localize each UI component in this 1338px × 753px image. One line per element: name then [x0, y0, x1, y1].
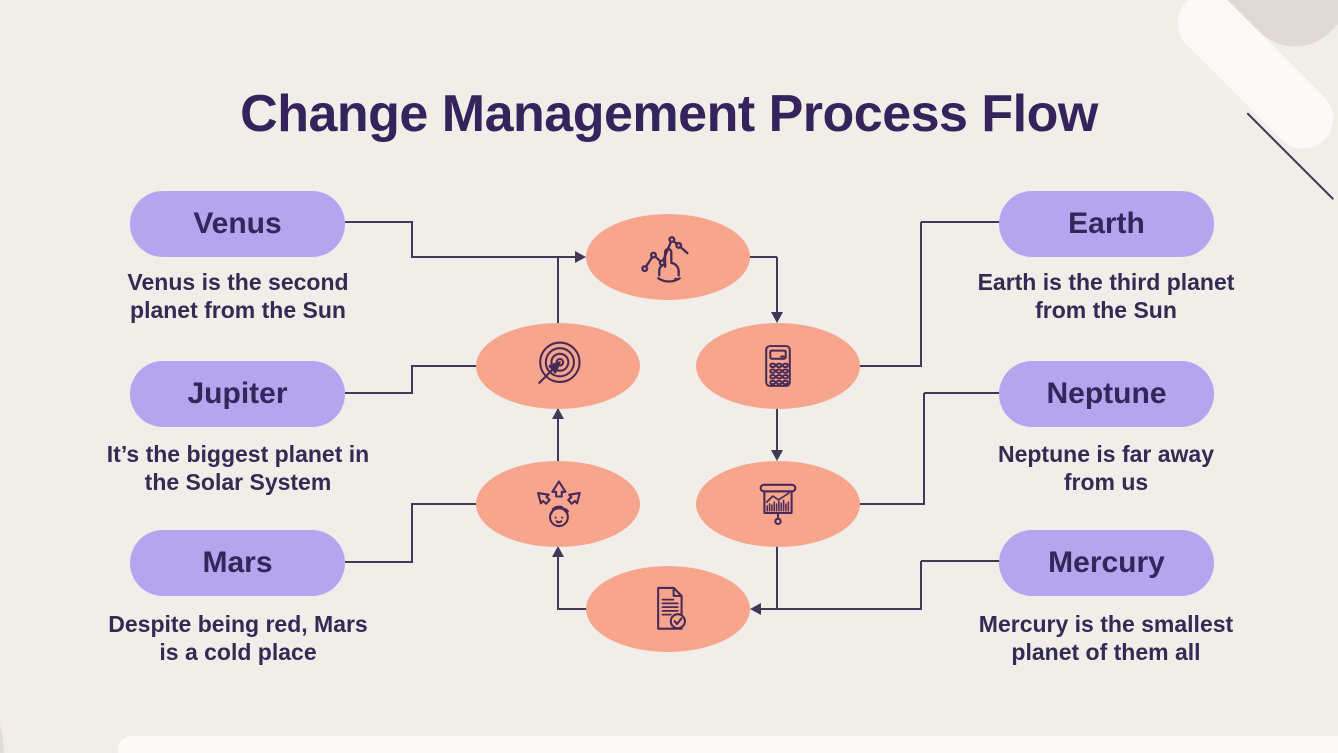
pill-neptune-label: Neptune: [1046, 377, 1167, 410]
connector-doc-to-head: [557, 548, 560, 609]
connector-presentation-down: [776, 546, 779, 610]
connector-venus-v: [411, 221, 414, 258]
pill-jupiter-label: Jupiter: [187, 377, 288, 410]
connector-topnode-out: [750, 256, 777, 259]
connector-jupiter-h: [345, 392, 413, 395]
jupiter-description: It’s the biggest planet in the Solar Sys…: [106, 441, 370, 495]
pill-jupiter: Jupiter: [130, 361, 345, 427]
connector-mars-v: [411, 503, 414, 562]
idea-head-icon: [537, 480, 581, 528]
pill-earth: Earth: [999, 191, 1214, 257]
connector-neptune-h: [924, 392, 1000, 395]
target-arrow-icon: [538, 341, 581, 384]
arrowhead-into-document: [750, 603, 761, 615]
connector-jupiter-v: [411, 365, 414, 393]
connector-calc-to-presentation: [776, 408, 779, 452]
arrowhead-into-presentation: [771, 450, 783, 461]
connector-neptune-v: [923, 393, 926, 505]
connector-earth-v: [920, 222, 923, 367]
process-node-ideas: [476, 461, 640, 547]
connector-to-calculator: [776, 257, 779, 314]
mercury-description: Mercury is the smallest planet of them a…: [978, 611, 1234, 665]
connector-mars-into-head: [411, 503, 477, 506]
ring-decoration: [0, 628, 4, 753]
connector-target-up: [557, 257, 560, 323]
connector-mercury-h: [921, 560, 1000, 563]
connector-jupiter-into-target: [411, 365, 477, 368]
arrowhead-into-top-node: [575, 251, 586, 263]
process-node-presentation: [696, 461, 860, 547]
neptune-description: Neptune is far away from us: [997, 441, 1215, 495]
pill-earth-label: Earth: [1068, 207, 1145, 240]
pill-mars-label: Mars: [202, 546, 273, 579]
connector-neptune-into-pres: [859, 503, 924, 506]
process-node-budget: [696, 323, 860, 409]
pill-neptune: Neptune: [999, 361, 1214, 427]
pill-venus-label: Venus: [193, 207, 282, 240]
connector-mars-h: [345, 561, 413, 564]
pill-mercury-label: Mercury: [1048, 546, 1165, 579]
hand-chart-icon: [641, 236, 689, 283]
arrowhead-into-calculator: [771, 312, 783, 323]
pill-mars: Mars: [130, 530, 345, 596]
process-node-goal: [476, 323, 640, 409]
pill-venus: Venus: [130, 191, 345, 257]
presentation-chart-icon: [759, 483, 797, 526]
earth-description: Earth is the third planet from the Sun: [977, 269, 1235, 323]
connector-earth-h: [921, 221, 1000, 224]
connector-earth-into-calc: [859, 365, 921, 368]
bottom-bar-decoration: [118, 736, 1338, 753]
arrowhead-into-idea-head: [552, 546, 564, 557]
mars-description: Despite being red, Mars is a cold place: [108, 611, 368, 665]
process-node-analytics: [586, 214, 750, 300]
page-title: Change Management Process Flow: [240, 85, 1098, 143]
arrowhead-into-target: [552, 408, 564, 419]
connector-venus-h: [345, 221, 413, 224]
document-check-icon: [657, 586, 686, 630]
pill-mercury: Mercury: [999, 530, 1214, 596]
connector-document-out: [557, 608, 587, 611]
calculator-icon: [765, 345, 791, 387]
connector-head-to-target: [557, 409, 560, 461]
process-node-approval: [586, 566, 750, 652]
connector-mercury-v: [920, 561, 923, 609]
connector-into-top-node: [412, 256, 575, 259]
venus-description: Venus is the second planet from the Sun: [127, 269, 349, 323]
connector-into-document: [753, 608, 922, 611]
